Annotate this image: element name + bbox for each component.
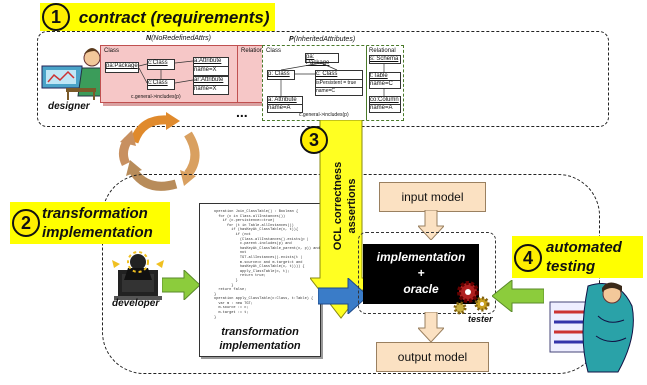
code-line: var m : new TGT; <box>214 301 253 306</box>
developer-clipart <box>108 250 178 302</box>
step-3-badge: 3 <box>300 126 328 154</box>
code-line: operation Join_ClassTable() : Boolean { <box>214 210 299 214</box>
n-constraint: c.general->includes(p) <box>131 94 181 100</box>
step-3-text-line2: assertions <box>346 178 358 234</box>
step-1-badge: 1 <box>42 3 70 31</box>
designer-label: designer <box>48 101 90 112</box>
code-line: apply_ClassTable(c, t); <box>214 269 290 274</box>
step-4-badge: 4 <box>514 244 542 272</box>
code-line: if (hasKeyAt_ClassTable(c, t)){ <box>214 228 299 233</box>
p-constraint: c.general->includes(p) <box>299 112 349 118</box>
gear-icon <box>452 276 492 316</box>
n-pattern-box: Class Relational pa:Package c:Class a:At… <box>100 45 285 103</box>
n-attr1-name: name=X <box>193 66 229 76</box>
code-line: return true; <box>214 274 266 279</box>
code-line: (Class.allInstances().exists(p | <box>214 237 309 242</box>
n-links <box>138 60 194 84</box>
n-pattern-title-rest: (NoRedefinedAttrs) <box>151 35 211 42</box>
patterns-ellipsis: ... <box>236 104 248 120</box>
output-model-box: output model <box>376 342 489 372</box>
p-pattern-title-prefix: P <box>289 36 294 43</box>
code-line: TGT.allInstances().exists(t | <box>214 255 303 260</box>
step-1-text: contract (requirements) <box>78 8 270 27</box>
step-3-text: OCL correctness assertions <box>318 150 360 270</box>
code-listing: operation Join_ClassTable() : Boolean { … <box>214 210 320 320</box>
step-2-text-line2: implementation <box>42 224 153 241</box>
cycle-arrows-icon <box>112 112 208 192</box>
code-line: not <box>214 251 247 256</box>
step-2-label: 2 transformation implementation <box>10 202 170 244</box>
code-line: for (t in Table.allInstances()) <box>214 223 294 228</box>
input-model-box: input model <box>379 182 486 212</box>
tester-clipart <box>548 276 640 376</box>
code-line: m.source=c and m.target=t and <box>214 260 303 265</box>
code-line: operation apply_ClassTable(c:Class, t:Ta… <box>214 297 314 302</box>
n-class2: c:Class <box>147 79 175 90</box>
transformation-caption-line1: transformation <box>221 326 299 338</box>
impl-line3: oracle <box>403 282 439 296</box>
p-column-name: name=A <box>369 104 401 113</box>
transformation-caption-line2: implementation <box>219 340 301 352</box>
n-package: pa:Package <box>105 62 139 73</box>
code-line: for (c in Class.allInstances()) <box>214 214 286 219</box>
p-relational-label: Relational <box>369 48 396 54</box>
code-line: if (c.persistence==true) <box>214 219 275 224</box>
p-name-c: name=C <box>315 87 363 96</box>
green-arrow-tester <box>491 278 545 314</box>
code-line: return false; <box>214 288 247 293</box>
tester-label: tester <box>468 314 493 324</box>
code-listing-box: operation Join_ClassTable() : Boolean { … <box>199 203 321 357</box>
impl-line1: implementation <box>376 250 466 264</box>
n-class1: c:Class <box>147 59 175 70</box>
code-line: m.target := t; <box>214 311 249 316</box>
code-line: } <box>214 292 217 297</box>
green-arrow-developer <box>161 268 202 302</box>
step-2-badge: 2 <box>12 209 40 237</box>
code-line: } <box>214 283 234 288</box>
step-4-text-line2: testing <box>546 258 596 275</box>
code-line: c.parent.includes(p) and <box>214 242 292 247</box>
p-package: pa: Package <box>305 53 339 66</box>
p-pattern-title: P(InheritedAttributes) <box>289 36 355 43</box>
developer-label: developer <box>112 298 160 309</box>
step-3-badge-wrap: 3 <box>300 126 328 154</box>
n-pattern-title-prefix: N <box>146 35 152 42</box>
n-pattern-title: N(NoRedefinedAttrs) <box>146 35 211 42</box>
n-divider <box>237 46 238 102</box>
p-pattern-box: Class Relational pa: Package p: Class c:… <box>262 45 404 121</box>
code-line: if (not <box>214 232 251 237</box>
output-arrow <box>416 311 446 343</box>
code-line: hasKeyAt_ClassTable_parent(c, p)) and <box>214 246 320 251</box>
code-line: hasKeyAt_ClassTable(c, t)))) { <box>214 265 305 270</box>
p-divider <box>366 46 367 120</box>
p-pattern-title-rest: (InheritedAttributes) <box>293 36 356 43</box>
impl-line2: + <box>417 266 425 280</box>
p-name-a: name=A <box>267 104 303 113</box>
step-3-text-line1: OCL correctness <box>332 161 344 251</box>
step-1-label: 1 contract (requirements) <box>40 3 275 31</box>
implementation-oracle-box: implementation + oracle <box>363 244 479 304</box>
step-4-label: 4 automated testing <box>512 236 643 278</box>
code-line: m.source := c; <box>214 306 249 311</box>
p-table-name: name=C <box>369 80 401 89</box>
step-2-text-line1: transformation <box>42 205 148 222</box>
designer-clipart <box>40 40 110 100</box>
code-line: } <box>214 315 217 320</box>
n-class-label: Class <box>104 48 120 54</box>
p-links <box>280 62 385 96</box>
p-class-label: Class <box>266 48 282 54</box>
p-schema: s: Schema <box>369 55 401 64</box>
n-relational-label: Relational <box>241 48 268 54</box>
step-4-text-line1: automated <box>546 239 622 256</box>
n-attr2-name: name=X <box>193 85 229 95</box>
code-line: } <box>214 278 238 283</box>
